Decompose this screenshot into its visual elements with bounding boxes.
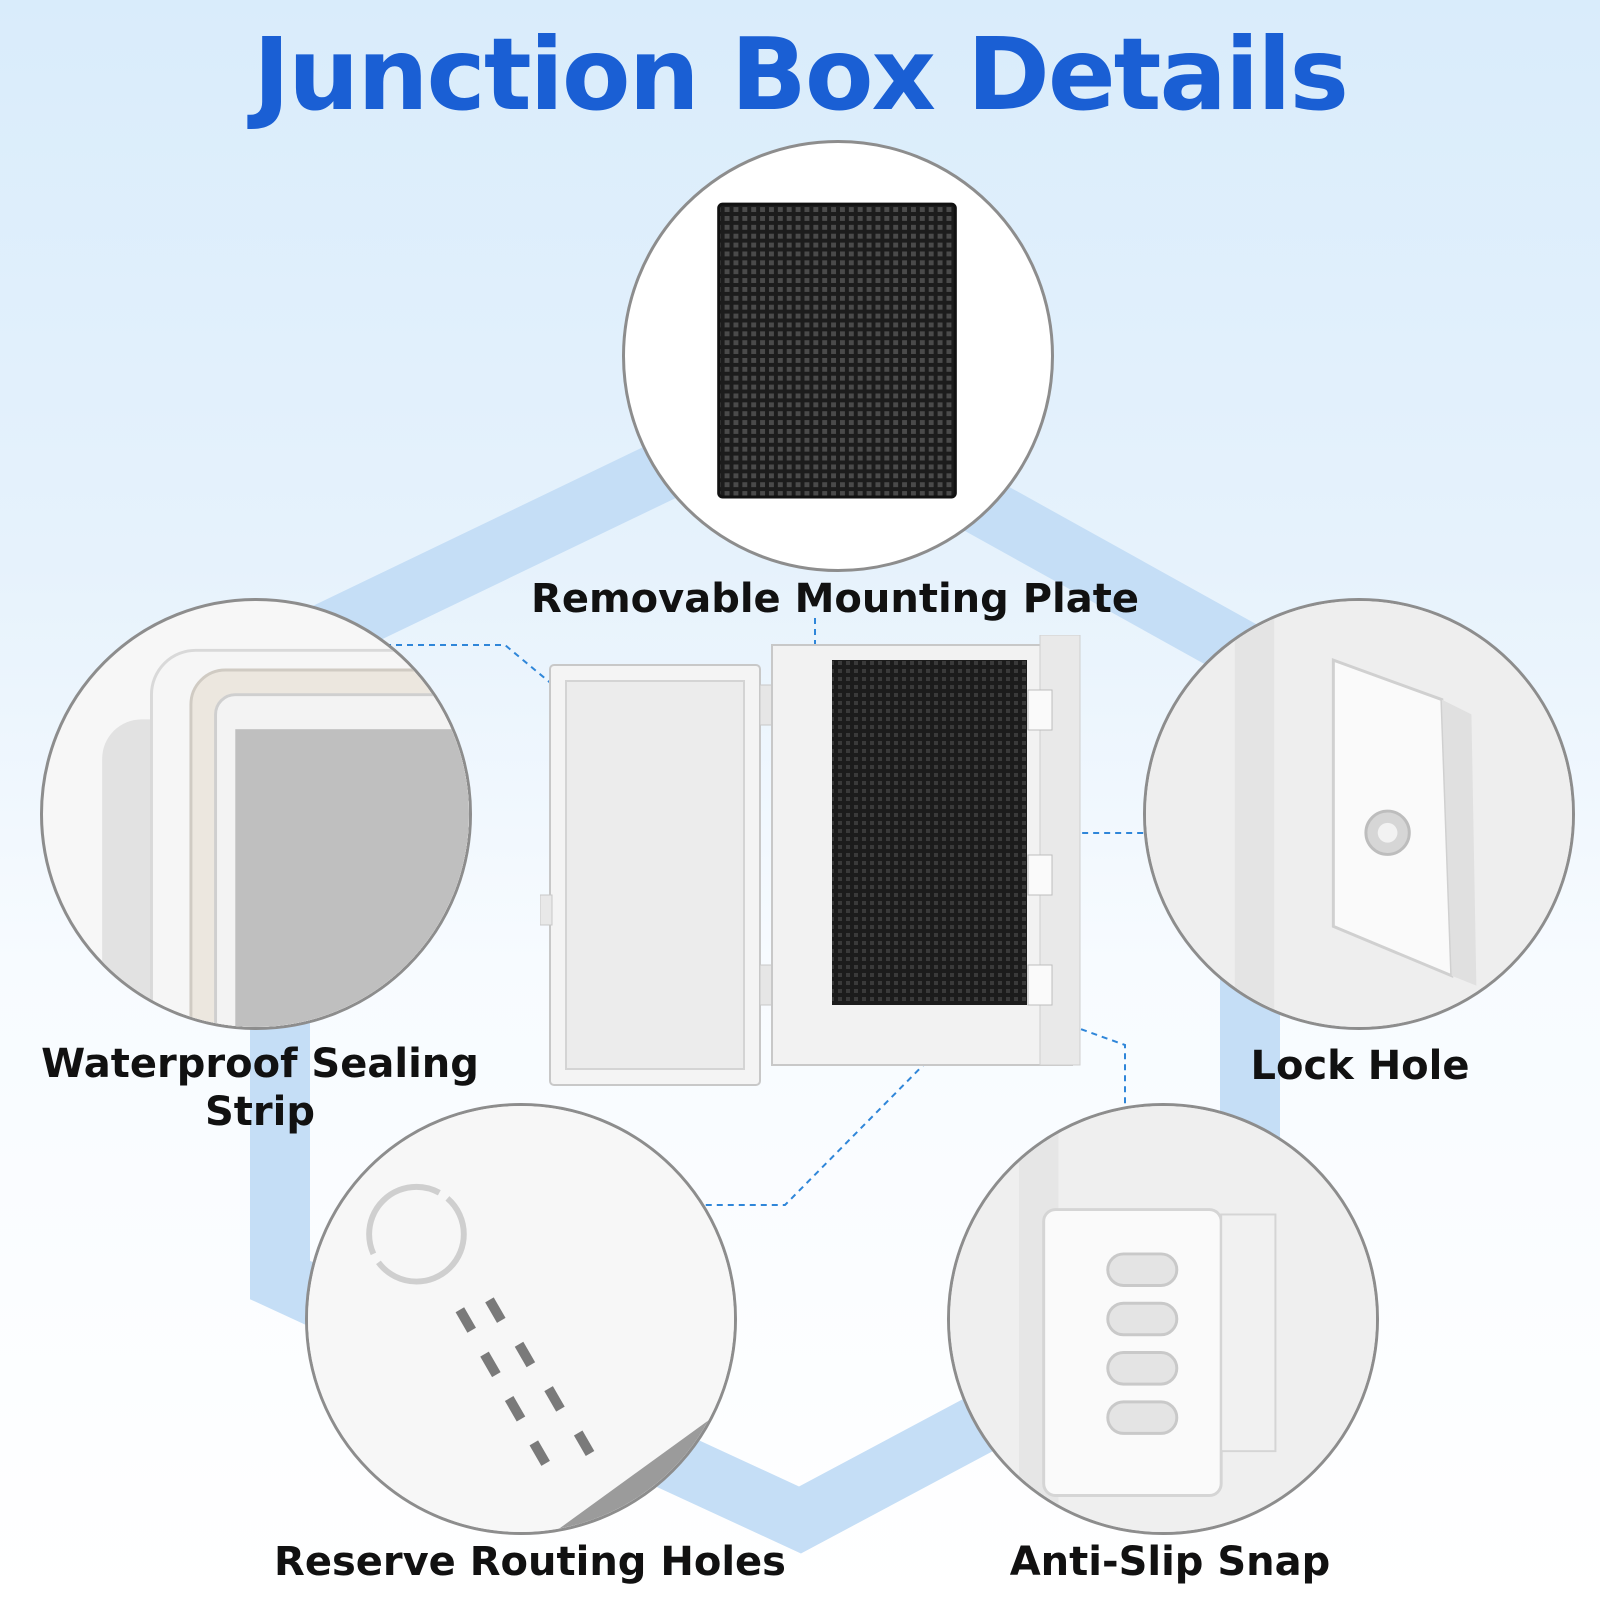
junction-box-image — [540, 635, 1081, 1086]
callout-line-lock — [1049, 832, 1145, 884]
page-title: Junction Box Details — [252, 16, 1349, 133]
routing-holes-image — [308, 1106, 734, 1532]
lock-hole-circle — [1143, 598, 1575, 1030]
lock-hole-image — [1146, 601, 1572, 1027]
sealing-strip-label-line1: Waterproof Sealing — [41, 1041, 479, 1087]
sealing-strip-label-line2: Strip — [205, 1089, 315, 1135]
mounting-plate-label: Removable Mounting Plate — [531, 576, 1139, 622]
anti-slip-image — [950, 1106, 1376, 1532]
knockout-circle — [366, 1183, 467, 1285]
callout-line-routing — [705, 1037, 951, 1206]
routing-holes-circle — [305, 1103, 737, 1535]
anti-slip-label: Anti-Slip Snap — [1009, 1539, 1331, 1585]
mounting-plate-circle — [622, 140, 1054, 572]
sealing-strip-image — [102, 648, 469, 1027]
mounting-plate-in-box — [832, 660, 1027, 1005]
routing-holes-label: Reserve Routing Holes — [274, 1539, 786, 1585]
lock-hole-label: Lock Hole — [1250, 1043, 1470, 1089]
mounting-plate-image — [717, 202, 957, 499]
anti-slip-circle — [947, 1103, 1379, 1535]
sealing-strip-circle — [40, 598, 472, 1030]
sealing-strip-label: Waterproof Sealing Strip — [30, 1040, 490, 1136]
